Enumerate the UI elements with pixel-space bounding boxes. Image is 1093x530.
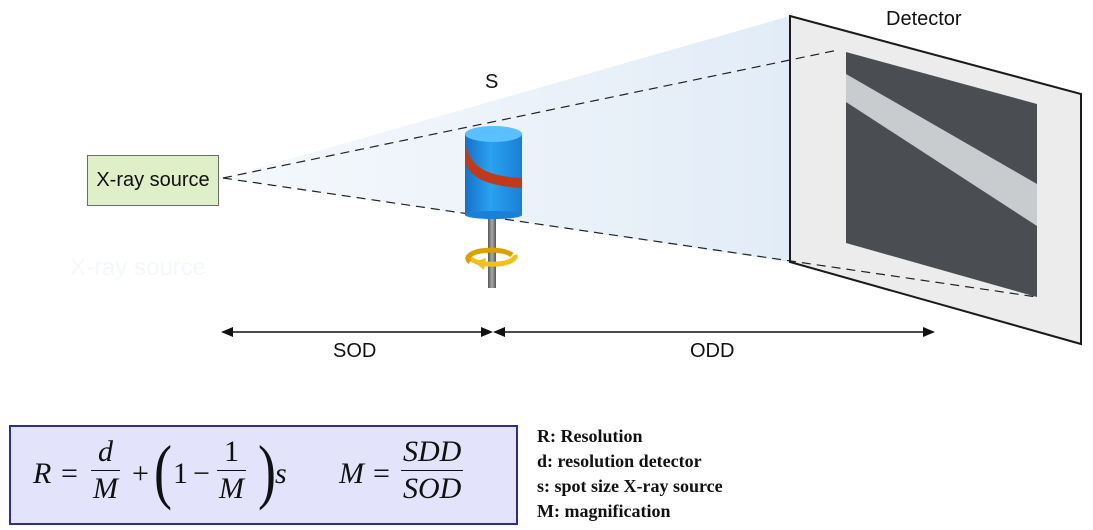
- fraction-numerator: 1: [224, 435, 239, 468]
- equals-sign: =: [61, 457, 78, 490]
- equals-sign: =: [373, 457, 390, 490]
- legend-item: d: resolution detector: [537, 451, 702, 471]
- resolution-lhs: R: [33, 457, 52, 490]
- legend-item: s: spot size X-ray source: [537, 476, 723, 496]
- detector-label: Detector: [886, 8, 962, 30]
- fraction-d-over-m: d M: [91, 437, 120, 504]
- legend-item: R: Resolution: [537, 426, 643, 446]
- fraction-numerator: SDD: [403, 435, 462, 468]
- magnification-lhs: M: [339, 457, 364, 490]
- ray-lower: [222, 177, 1038, 298]
- sod-arrow: [221, 327, 493, 337]
- fraction-denominator: M: [91, 470, 120, 505]
- sample-object: [465, 126, 522, 219]
- minus-sign: −: [193, 457, 210, 490]
- variable-legend: R: Resolution d: resolution detector s: …: [537, 425, 723, 525]
- one-term: 1: [173, 457, 188, 490]
- fraction-1-over-m: 1 M: [217, 437, 246, 504]
- left-paren: (: [153, 431, 172, 511]
- plus-sign: +: [132, 457, 149, 490]
- xray-source-ghost-label: X-ray source: [70, 254, 207, 281]
- rotation-arrow-icon: [465, 247, 518, 270]
- fraction-numerator: d: [98, 435, 113, 468]
- right-paren: ): [257, 431, 276, 511]
- ct-geometry-diagram: [221, 14, 1082, 346]
- spot-size-label: S: [485, 71, 499, 93]
- formula-box: R = d M + ( 1 − 1 M ) s M = SDD SOD: [9, 425, 518, 525]
- fraction-denominator: M: [217, 470, 246, 505]
- odd-arrow: [493, 327, 935, 337]
- fraction-denominator: SOD: [401, 470, 464, 505]
- sod-label: SOD: [333, 340, 377, 362]
- spot-size-var: s: [275, 457, 287, 490]
- xray-source-label: X-ray source: [96, 169, 210, 191]
- fraction-sdd-over-sod: SDD SOD: [401, 435, 464, 505]
- xray-source-box: X-ray source: [87, 155, 219, 206]
- object-shadow: [846, 74, 1037, 226]
- legend-item: M: magnification: [537, 501, 671, 521]
- odd-label: ODD: [690, 340, 735, 362]
